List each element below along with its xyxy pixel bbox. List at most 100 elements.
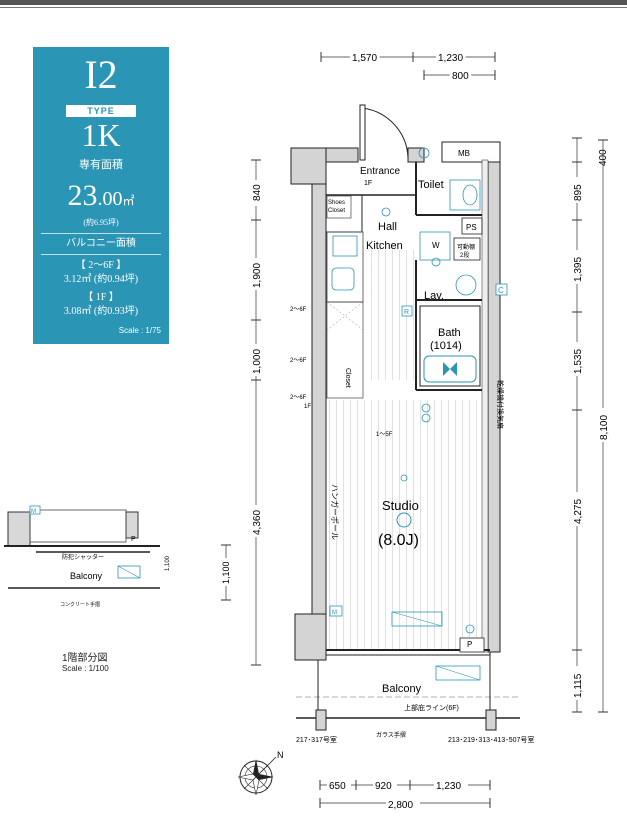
washer-icon	[419, 231, 451, 261]
glass-rail-label: ガラス手摺	[376, 731, 406, 739]
label-1f: 1F	[364, 180, 372, 187]
label-1-5f: 1～5F	[376, 432, 393, 438]
dim-left-2: 1,900	[252, 263, 263, 288]
area-tsubo: (約6.95坪)	[83, 218, 119, 227]
ceiling-light-icon	[396, 512, 412, 528]
room-hall: Hall	[378, 221, 397, 233]
room-type: 1K	[81, 117, 121, 153]
upper-eave-label: 上部庇ライン(6F)	[404, 703, 459, 712]
inset-scale: Scale : 1/100	[62, 664, 109, 673]
type-label: TYPE	[66, 105, 136, 117]
dim-right-4: 1,535	[573, 349, 584, 374]
dim-right-total: 8,100	[599, 415, 610, 440]
bath-size: (1014)	[430, 340, 462, 352]
outlet-icon	[465, 624, 475, 634]
dim-left-4: 4,360	[252, 510, 263, 535]
closet	[326, 301, 364, 399]
dim-right-5: 4,275	[573, 499, 584, 524]
inset-balcony-label: Balcony	[70, 571, 103, 581]
dim-top-2-bg: 1,230	[438, 53, 463, 64]
dim-left-3: 1,000	[252, 349, 263, 374]
label-1f-b: 1F	[304, 404, 311, 410]
sink-icon	[331, 267, 355, 291]
compass-rose-icon: N	[237, 750, 284, 796]
dim-top-3-bg: 800	[452, 71, 469, 82]
studio-size: (8.0J)	[378, 532, 419, 549]
divider	[41, 233, 161, 234]
dim-right-6: 1,115	[573, 673, 584, 698]
balcony-area-b: 3.08㎡ (約0.93坪)	[63, 306, 139, 317]
balcony-floor-b: 【 1F 】	[83, 292, 119, 303]
room-balcony: Balcony	[382, 683, 422, 695]
unit-info-panel: I2 TYPE 1K 専有面積 23.00㎡ (約6.95坪) バルコニー面積 …	[33, 47, 169, 344]
shelf	[453, 237, 481, 261]
balcony-floor-a: 【 2～6F 】	[75, 260, 127, 271]
divider	[41, 254, 161, 255]
type-code: I2	[84, 52, 118, 97]
exclusive-area-label: 専有面積	[79, 159, 123, 171]
bath-room	[419, 305, 481, 387]
inset-shutter-label: 防犯シャッター	[62, 553, 104, 561]
balcony-area-a: 3.12㎡ (約0.94坪)	[63, 274, 139, 285]
right-dimensions: 400 895 1,395 1,535 4,275 1,115 8,100	[571, 137, 610, 713]
left-dimensions: 840 1,900 1,000 4,360 1,100	[220, 159, 263, 666]
light-icon	[431, 257, 441, 267]
dim-left-5: 1,100	[221, 561, 231, 584]
dim-right-2: 895	[573, 184, 584, 201]
r-label: R	[404, 309, 409, 316]
room-bath: Bath	[438, 327, 461, 339]
meter-icon	[29, 505, 41, 515]
m-label: M	[332, 610, 337, 616]
pipe-box	[459, 637, 485, 653]
stove-icon	[332, 235, 358, 257]
compass-north-label: N	[277, 750, 284, 760]
outlet-icon	[421, 413, 431, 423]
units-left: 217･317号室	[296, 735, 337, 744]
closet-diagonal	[326, 301, 364, 331]
shoes-closet-label-2: Closet	[328, 208, 345, 214]
shoes-closet-label-1: Shoes	[328, 200, 345, 206]
inset-room	[29, 509, 127, 543]
inset-dim: 1,100	[165, 555, 171, 571]
inset-mark-p: P	[131, 536, 136, 543]
closet-label: Closet	[344, 368, 351, 388]
dim-right-1: 400	[598, 149, 609, 166]
balcony-pier	[485, 709, 497, 731]
room-lav: Lav.	[424, 290, 444, 302]
bathtub-icon	[423, 355, 477, 383]
inset-1f-plan: M P 防犯シャッター Balcony コンクリート手摺 1,100	[4, 505, 171, 608]
exclusive-area-value: 23.00㎡	[33, 179, 169, 218]
meter-icon	[329, 605, 343, 617]
light-icon	[400, 474, 408, 482]
ac-unit-icon	[117, 565, 141, 579]
pipe-space	[461, 217, 483, 235]
r-box	[401, 305, 413, 317]
area-int: 23	[67, 179, 98, 212]
dim-top-1: 1,570	[352, 53, 377, 64]
dim-top-1-bg: 1,570	[352, 53, 377, 64]
intercom-icon	[418, 147, 430, 159]
light-icon	[381, 207, 391, 217]
dim-bottom-total: 2,800	[388, 800, 413, 811]
dim-top-3: 800	[452, 71, 469, 82]
inset-railing-label: コンクリート手摺	[60, 601, 100, 608]
bottom-dimensions: 650 920 1,230 2,800	[319, 778, 491, 811]
outlet-icon	[421, 403, 431, 413]
balcony-area-label: バルコニー面積	[66, 238, 136, 249]
entrance-door	[361, 107, 409, 160]
label-2-6f-c: 2～6F	[290, 395, 307, 401]
closet-diagonal	[326, 301, 364, 331]
dim-right-3: 1,395	[573, 257, 584, 282]
inset-mark-m: M	[31, 509, 36, 515]
toilet-bowl-icon	[462, 184, 478, 206]
area-unit: ㎡	[122, 194, 135, 208]
kitchen-counter	[326, 231, 364, 303]
top-dimensions: 1,570 1,570 1,230 1,230 800 800	[320, 50, 496, 85]
mb-label: MB	[458, 149, 470, 158]
balcony-pier	[315, 709, 327, 731]
washer-label: W	[432, 241, 440, 250]
dim-bottom-2: 920	[375, 781, 392, 792]
ps-label: PS	[466, 223, 477, 232]
ac-unit-icon-mark	[117, 565, 141, 579]
